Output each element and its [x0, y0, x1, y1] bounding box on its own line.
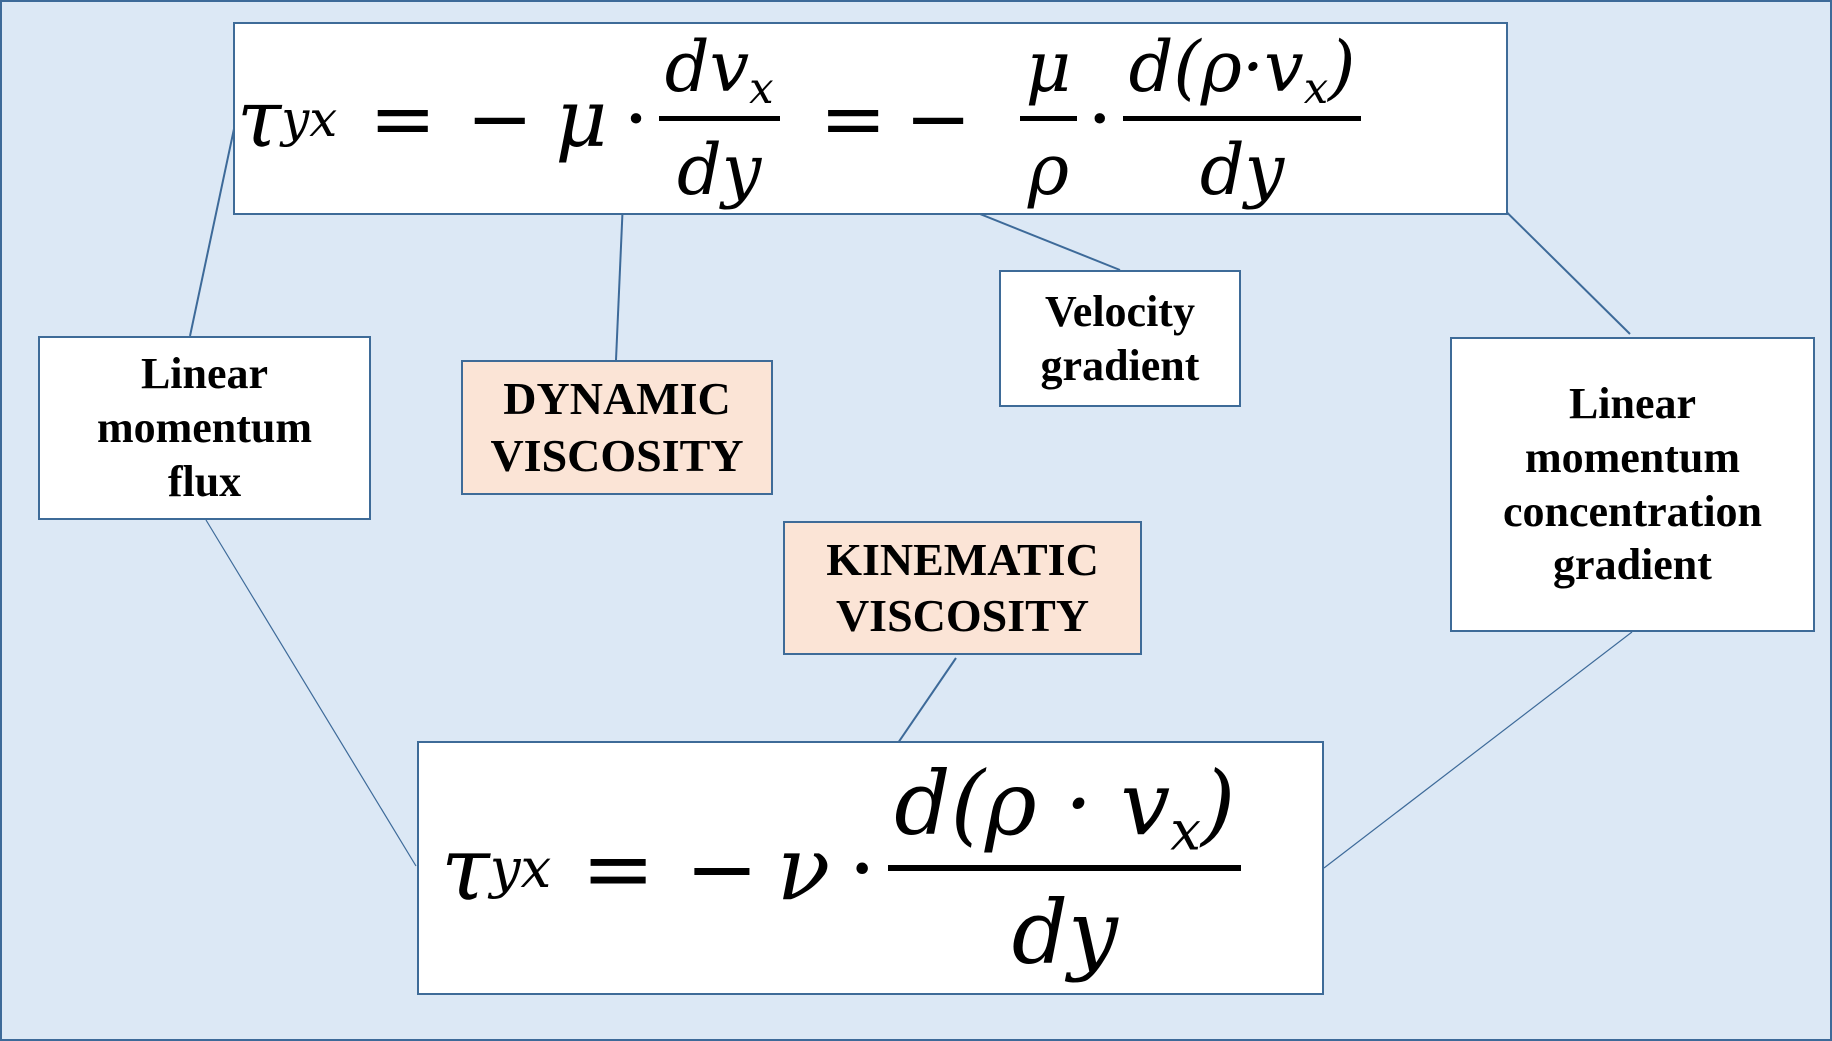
connector-flux-bottom	[205, 519, 417, 867]
minus-sign: −	[466, 72, 534, 165]
concentration-gradient-fraction: d(ρ · vx) dy	[888, 752, 1242, 984]
label-velocity-gradient: Velocity gradient	[999, 270, 1241, 407]
label-line: DYNAMIC	[503, 373, 731, 425]
fraction-numerator: μ	[1025, 26, 1072, 108]
equals-sign: =	[369, 72, 437, 165]
dot-operator: ·	[623, 72, 649, 165]
label-line: Linear	[140, 349, 269, 399]
equals-sign: =	[819, 72, 887, 165]
fraction-numerator-close: )	[1328, 26, 1356, 108]
numerator-subscript: x	[1170, 798, 1202, 863]
numerator-subscript: x	[749, 64, 774, 115]
label-line: Linear	[1568, 379, 1697, 429]
mu-symbol: μ	[555, 72, 608, 165]
label-line: momentum	[1524, 432, 1741, 482]
fraction-denominator: dy	[1011, 881, 1118, 984]
tau-symbol: τ	[441, 816, 490, 920]
fraction-denominator: dy	[677, 129, 762, 211]
connector-flux-top	[189, 109, 239, 337]
fraction-numerator: dv	[664, 26, 750, 108]
fraction-numerator: d(ρ·v	[1128, 26, 1304, 108]
label-line: gradient	[1040, 340, 1200, 390]
dot-operator: ·	[848, 816, 877, 920]
minus-sign: −	[685, 816, 759, 920]
label-line: VISCOSITY	[490, 429, 744, 481]
nu-symbol: ν	[776, 816, 831, 920]
label-line: Velocity	[1045, 286, 1195, 336]
mu-over-rho-fraction: μ ρ	[1019, 26, 1078, 211]
connector-concentration-gradient-bottom	[1323, 631, 1633, 869]
fraction-denominator: dy	[1199, 129, 1285, 211]
label-line: concentration	[1502, 486, 1763, 536]
label-line: VISCOSITY	[835, 590, 1090, 641]
concentration-gradient-fraction: d(ρ·vx) dy	[1122, 26, 1362, 211]
fraction-numerator: d(ρ · v	[894, 752, 1171, 855]
fraction-numerator-close: )	[1201, 752, 1236, 855]
label-linear-momentum-concentration-gradient: Linear momentum concentration gradient	[1450, 337, 1815, 632]
fraction-denominator: ρ	[1027, 129, 1069, 211]
dot-operator: ·	[1087, 72, 1113, 165]
label-line: flux	[167, 456, 242, 506]
equals-sign: =	[581, 816, 656, 920]
velocity-gradient-fraction: dvx dy	[658, 26, 780, 211]
label-dynamic-viscosity: DYNAMIC VISCOSITY	[461, 360, 773, 495]
tau-symbol: τ	[237, 72, 282, 165]
label-linear-momentum-flux: Linear momentum flux	[38, 336, 371, 520]
numerator-subscript: x	[1303, 64, 1329, 115]
label-kinematic-viscosity: KINEMATIC VISCOSITY	[783, 521, 1142, 655]
label-line: KINEMATIC	[826, 533, 1099, 585]
minus-sign: −	[904, 72, 972, 165]
label-line: momentum	[96, 403, 313, 453]
label-line: gradient	[1553, 540, 1712, 590]
